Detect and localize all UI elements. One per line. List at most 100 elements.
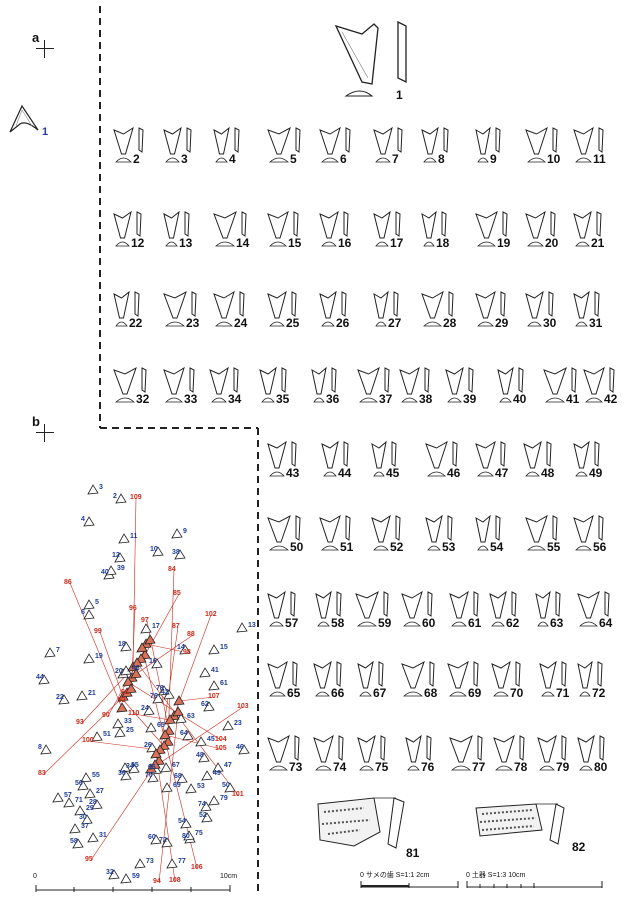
map-fragment-67: [160, 762, 172, 773]
map-fragment-7: [44, 647, 56, 658]
map-label-64: 64: [180, 730, 188, 737]
map-label-43: 43: [132, 665, 140, 672]
specimen-8-drawing: [421, 126, 449, 163]
specimen-61-number: 61: [468, 616, 482, 630]
map-label-6: 6: [81, 609, 85, 616]
specimen-49-drawing: [573, 440, 600, 477]
map-fragment-54: [180, 818, 192, 829]
map-fragment-16: [151, 658, 163, 669]
map-leader-94: [158, 711, 179, 883]
specimen-13-number: 13: [179, 236, 193, 250]
specimen-64: 64: [576, 590, 626, 642]
specimen-79-drawing: [537, 734, 567, 771]
specimen-27-drawing: [373, 290, 399, 327]
map-fragment-68: [176, 773, 188, 784]
map-label-63: 63: [187, 713, 195, 720]
map-label-25: 25: [126, 727, 134, 734]
specimen-57-drawing: [267, 590, 296, 627]
specimen-6-number: 6: [340, 152, 347, 166]
specimen-79: 79: [536, 734, 586, 786]
map-fragment-64: [182, 730, 194, 741]
specimen-3-number: 3: [181, 152, 188, 166]
map-fragment-105: [159, 729, 171, 740]
specimen-22-number: 22: [129, 316, 143, 330]
specimen-40-number: 40: [513, 392, 527, 406]
specimen-28: 28: [420, 290, 470, 342]
specimen-4: 4: [212, 126, 262, 178]
map-fragment-15: [208, 644, 220, 655]
specimen-53-drawing: [425, 514, 453, 551]
map-label-49: 49: [213, 770, 221, 777]
map-fragment-25: [114, 727, 126, 738]
specimen-18-number: 18: [436, 236, 450, 250]
map-label-23: 23: [234, 720, 242, 727]
map-fragment-74: [200, 801, 212, 812]
specimen-12: 12: [112, 210, 162, 262]
specimen-30: 30: [524, 290, 574, 342]
specimen-16-number: 16: [338, 236, 352, 250]
specimen-35-number: 35: [276, 392, 290, 406]
specimen-1-drawing: [332, 20, 422, 107]
specimen-17-number: 17: [390, 236, 404, 250]
specimen-3-drawing: [163, 126, 192, 163]
map-label-42: 42: [161, 689, 169, 696]
map-leader-107: [178, 696, 215, 702]
specimen-14-drawing: [213, 210, 247, 247]
specimen-19-number: 19: [497, 236, 511, 250]
specimen-29-drawing: [475, 290, 506, 327]
specimen-4-number: 4: [229, 152, 236, 166]
specimen-9-number: 9: [490, 152, 497, 166]
map-label-97: 97: [141, 617, 149, 624]
specimen-9-drawing: [475, 126, 501, 163]
specimen-52: 52: [370, 514, 420, 566]
specimen-76-number: 76: [421, 760, 435, 774]
map-leader-83: [43, 688, 132, 775]
map-fragment-50: [224, 782, 236, 793]
map-label-57: 57: [64, 792, 72, 799]
specimen-80-number: 80: [594, 760, 608, 774]
map-leader-101: [136, 662, 239, 796]
specimen-43: 43: [266, 440, 316, 492]
specimen-5: 5: [266, 126, 316, 178]
map-fragment-5: [83, 599, 95, 610]
specimen-56-number: 56: [593, 540, 607, 554]
map-fragment-71: [63, 797, 75, 808]
map-fragment-4: [83, 516, 95, 527]
map-fragment-46: [238, 744, 250, 755]
map-label-74: 74: [198, 801, 206, 808]
map-fragment-26: [146, 742, 158, 753]
map-leader-106: [141, 647, 198, 869]
pottery-scale-bar: [466, 881, 603, 888]
specimen-78: 78: [492, 734, 542, 786]
specimen-31: 31: [572, 290, 622, 342]
map-fragment-52: [201, 812, 213, 823]
specimen-23: 23: [162, 290, 212, 342]
map-label-3: 3: [99, 484, 103, 491]
map-leader-86: [69, 582, 123, 709]
specimen-32-number: 32: [136, 392, 150, 406]
map-fragment-86: [116, 702, 128, 713]
map-label-27: 27: [96, 788, 104, 795]
map-fragment-48: [198, 752, 210, 763]
map-label-105: 105: [215, 745, 227, 752]
specimen-57: 57: [266, 590, 316, 642]
specimen-48-drawing: [523, 440, 552, 477]
map-fragment-60: [150, 834, 162, 845]
specimen-54-drawing: [475, 514, 501, 551]
specimen-42: 42: [582, 366, 632, 418]
map-label-15: 15: [220, 644, 228, 651]
specimen-54-number: 54: [490, 540, 504, 554]
map-fragment-62: [203, 701, 215, 712]
specimen-63-number: 63: [550, 616, 564, 630]
map-label-87: 87: [172, 623, 180, 630]
specimen-63: 63: [534, 590, 584, 642]
map-label-58: 58: [70, 838, 78, 845]
specimen-37-number: 37: [379, 392, 393, 406]
panel-a-label: a: [32, 30, 40, 45]
map-label-70: 70: [145, 772, 153, 779]
specimen-62: 62: [488, 590, 538, 642]
map-label-39: 39: [117, 565, 125, 572]
map-fragment-24: [143, 705, 155, 716]
map-fragment-65: [145, 722, 157, 733]
specimen-7-drawing: [373, 126, 403, 163]
